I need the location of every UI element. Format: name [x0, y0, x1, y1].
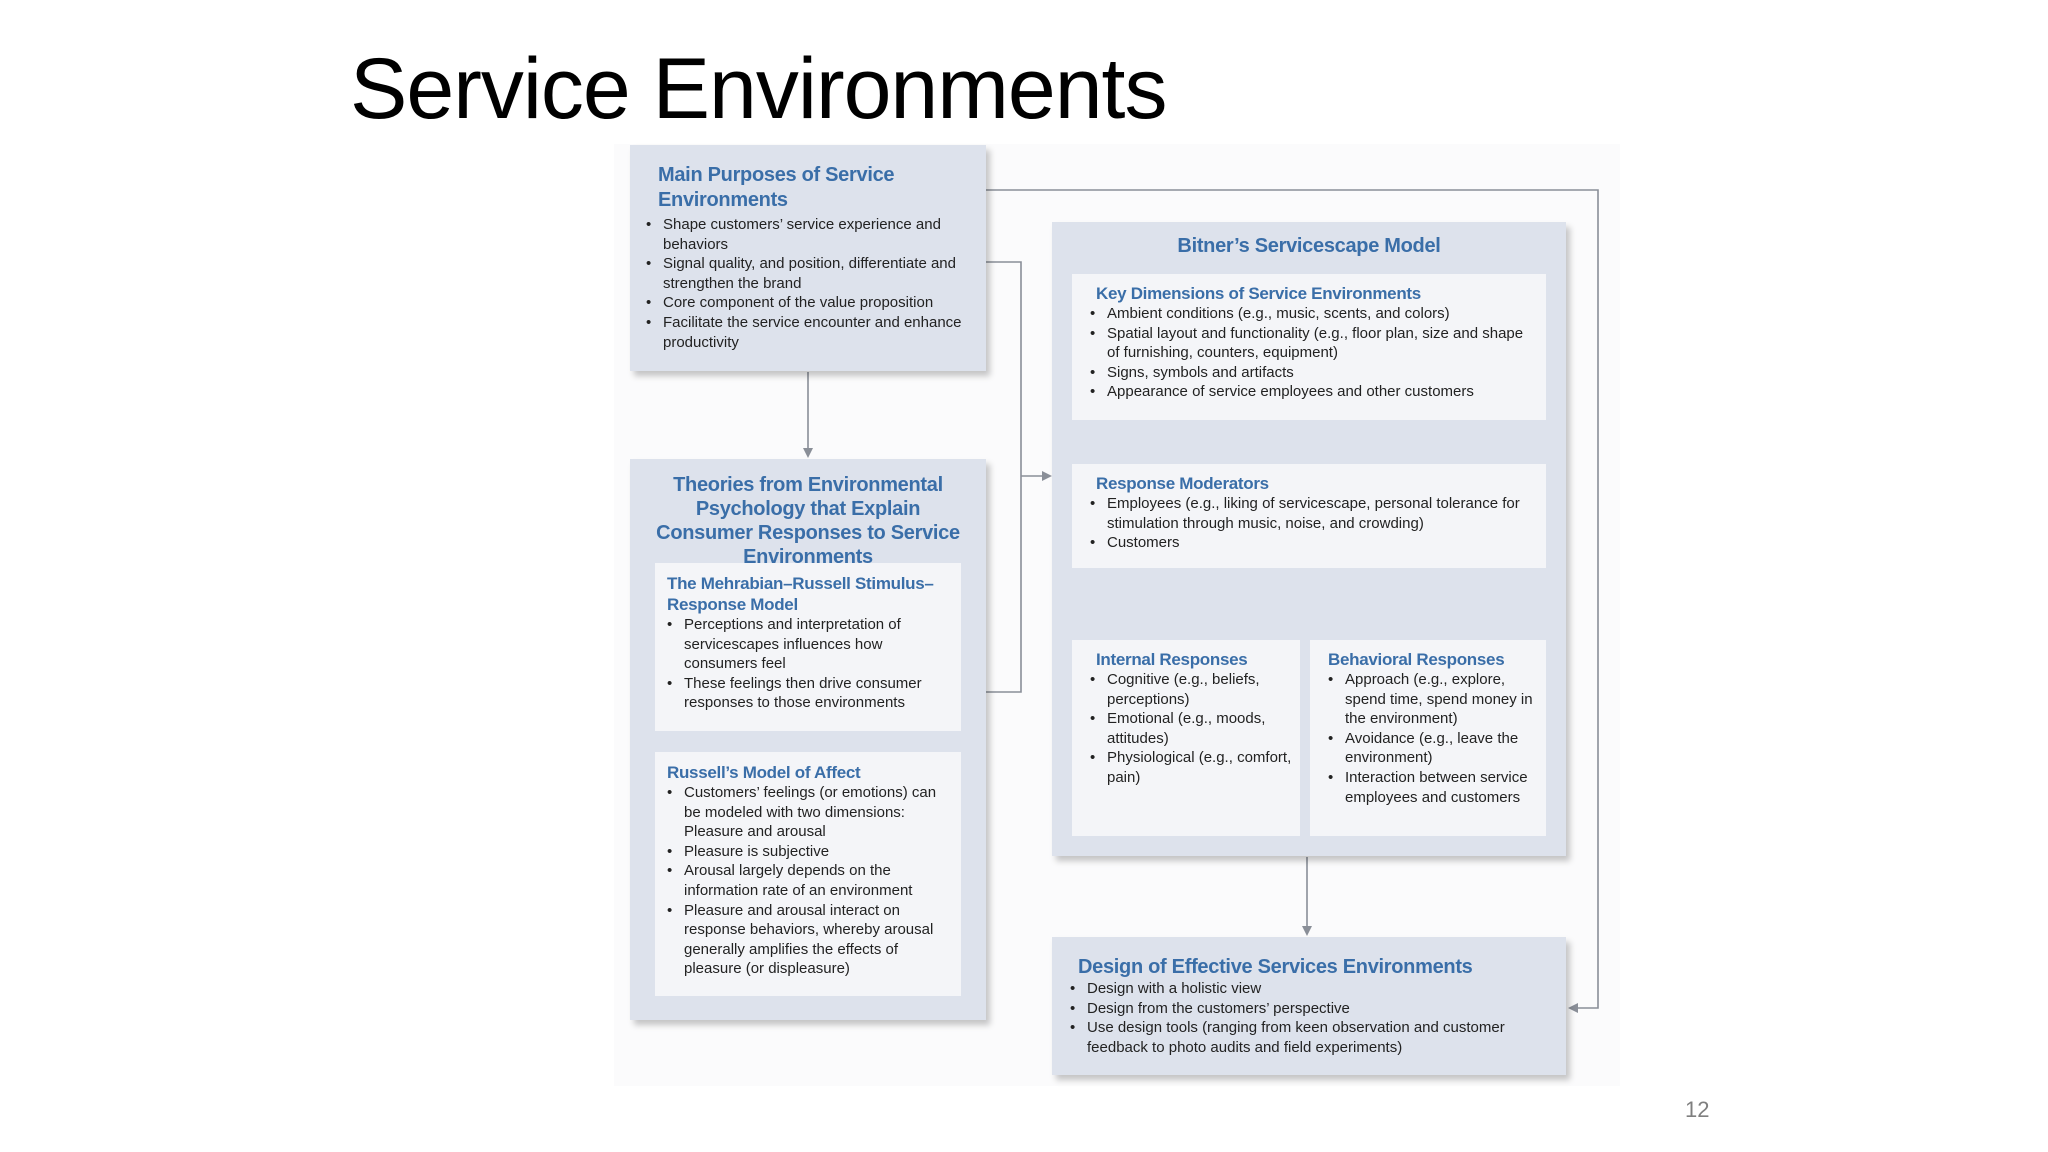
list-item: Approach (e.g., explore, spend time, spe…: [1328, 670, 1538, 729]
internal-title: Internal Responses: [1096, 650, 1248, 669]
list-item: Customers’ feelings (or emotions) can be…: [667, 783, 953, 842]
list-item: Core component of the value proposition: [646, 293, 968, 313]
russell-list: Customers’ feelings (or emotions) can be…: [667, 783, 953, 979]
russell-panel: Russell’s Model of Affect Customers’ fee…: [655, 752, 961, 996]
purposes-title: Main Purposes of Service Environments: [658, 164, 895, 211]
mehrabian-title: The Mehrabian–Russell Stimulus–Response …: [667, 574, 934, 614]
list-item: Cognitive (e.g., beliefs, perceptions): [1090, 670, 1292, 709]
purposes-list: Shape customers’ service experience and …: [646, 215, 968, 352]
behavioral-title: Behavioral Responses: [1328, 650, 1505, 669]
page-number: 12: [1685, 1097, 1710, 1122]
russell-title: Russell’s Model of Affect: [667, 763, 861, 782]
list-item: Physiological (e.g., comfort, pain): [1090, 748, 1292, 787]
internal-panel: Internal Responses Cognitive (e.g., beli…: [1072, 640, 1300, 836]
mehrabian-panel: The Mehrabian–Russell Stimulus–Response …: [655, 563, 961, 731]
list-item: Design from the customers’ perspective: [1070, 999, 1552, 1019]
list-item: Pleasure is subjective: [667, 842, 953, 862]
moderators-panel: Response Moderators Employees (e.g., lik…: [1072, 464, 1546, 568]
servicescape-title: Bitner’s Servicescape Model: [1177, 235, 1441, 257]
list-item: Pleasure and arousal interact on respons…: [667, 901, 953, 979]
list-item: Emotional (e.g., moods, attitudes): [1090, 709, 1292, 748]
servicescape-box: Bitner’s Servicescape Model Key Dimensio…: [1052, 222, 1566, 856]
design-box: Design of Effective Services Environment…: [1052, 937, 1566, 1075]
purposes-box: Main Purposes of Service Environments Sh…: [630, 145, 986, 371]
list-item: Shape customers’ service experience and …: [646, 215, 968, 254]
slide-title: Service Environments: [350, 41, 1167, 137]
connector-purposes-to-servicescape: [984, 261, 1022, 693]
list-item: Design with a holistic view: [1070, 979, 1552, 999]
list-item: Avoidance (e.g., leave the environment): [1328, 729, 1538, 768]
list-item: Appearance of service employees and othe…: [1090, 382, 1538, 402]
behavioral-list: Approach (e.g., explore, spend time, spe…: [1328, 670, 1538, 807]
dimensions-panel: Key Dimensions of Service Environments A…: [1072, 274, 1546, 420]
moderators-list: Employees (e.g., liking of servicescape,…: [1090, 494, 1538, 553]
list-item: These feelings then drive consumer respo…: [667, 674, 953, 713]
dimensions-title: Key Dimensions of Service Environments: [1096, 284, 1421, 303]
list-item: Perceptions and interpretation of servic…: [667, 615, 953, 674]
design-title: Design of Effective Services Environment…: [1078, 956, 1473, 978]
internal-list: Cognitive (e.g., beliefs, perceptions) E…: [1090, 670, 1292, 788]
list-item: Signal quality, and position, differenti…: [646, 254, 968, 293]
theories-title: Theories from Environmental Psychology t…: [656, 474, 960, 568]
list-item: Use design tools (ranging from keen obse…: [1070, 1018, 1552, 1057]
list-item: Arousal largely depends on the informati…: [667, 861, 953, 900]
mehrabian-list: Perceptions and interpretation of servic…: [667, 615, 953, 713]
dimensions-list: Ambient conditions (e.g., music, scents,…: [1090, 304, 1538, 402]
theories-box: Theories from Environmental Psychology t…: [630, 459, 986, 1020]
list-item: Facilitate the service encounter and enh…: [646, 313, 968, 352]
design-list: Design with a holistic view Design from …: [1070, 979, 1552, 1057]
list-item: Interaction between service employees an…: [1328, 768, 1538, 807]
list-item: Customers: [1090, 533, 1538, 553]
list-item: Ambient conditions (e.g., music, scents,…: [1090, 304, 1538, 324]
connector-purposes-to-design: [984, 189, 1599, 1013]
moderators-title: Response Moderators: [1096, 474, 1269, 493]
list-item: Signs, symbols and artifacts: [1090, 363, 1538, 383]
behavioral-panel: Behavioral Responses Approach (e.g., exp…: [1310, 640, 1546, 836]
list-item: Spatial layout and functionality (e.g., …: [1090, 324, 1538, 363]
list-item: Employees (e.g., liking of servicescape,…: [1090, 494, 1538, 533]
